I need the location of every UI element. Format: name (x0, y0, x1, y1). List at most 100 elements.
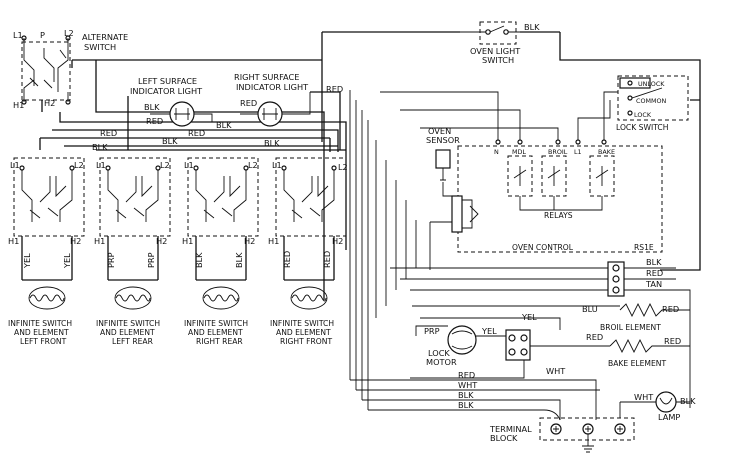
inf-lf-title-2: AND ELEMENT (14, 328, 69, 337)
inf-lr-title-3: LEFT REAR (112, 337, 154, 346)
left-surface-indicator-light: LEFT SURFACE INDICATOR LIGHT BLK RED (130, 76, 213, 127)
broil-blu-label: BLU (582, 304, 598, 314)
terminal-block-title-1: TERMINAL (489, 424, 532, 434)
bus-blk-label-2: BLK (162, 136, 178, 146)
terminal-mdl-label: MDL (512, 148, 526, 156)
right-ind-red2-label: RED (326, 84, 343, 94)
inf-rf-title-2: AND ELEMENT (276, 328, 331, 337)
lr-h1-label: H1 (94, 236, 105, 246)
oven-light-switch-title-1: OVEN LIGHT (470, 46, 521, 56)
lf-yel-label-1: YEL (22, 253, 32, 269)
motor-wht-label: WHT (546, 366, 566, 376)
alt-l1-label: L1 (13, 30, 23, 40)
motor-yel-label: YEL (481, 326, 497, 336)
lock-switch-title: LOCK SWITCH (616, 123, 668, 132)
lf-h2-label: H2 (70, 236, 81, 246)
inf-rr-title-3: RIGHT REAR (196, 337, 243, 346)
lamp-title: LAMP (658, 412, 680, 422)
right-indicator-title-2: INDICATOR LIGHT (236, 82, 309, 92)
infinite-switch-right-rear: L1 L2 H1 H2 BLK BLK INFINITE SWITCH AND … (182, 157, 259, 346)
inf-rf-title-1: INFINITE SWITCH (270, 319, 334, 328)
lock-switch: UNLOCK COMMON LOCK LOCK SWITCH (559, 32, 701, 271)
oven-sensor: OVEN SENSOR (426, 126, 479, 270)
inf-lf-title-1: INFINITE SWITCH (8, 319, 72, 328)
strip-tan-label: TAN (645, 279, 662, 289)
terminal-broil-label: BROIL (548, 148, 568, 156)
lock-lock-label: LOCK (634, 111, 652, 119)
alt-h2-label: H2 (44, 98, 55, 108)
relays-title: RELAYS (544, 211, 573, 220)
left-ind-blk-label: BLK (144, 102, 160, 112)
right-ind-red-label: RED (240, 98, 257, 108)
alt-h1-label: H1 (13, 100, 24, 110)
oven-sensor-title-2: SENSOR (426, 135, 460, 145)
left-indicator-title-2: INDICATOR LIGHT (130, 86, 203, 96)
infinite-switch-right-front: L1 L2 H1 H2 RED RED INFINITE SWITCH AND … (268, 157, 348, 346)
left-indicator-title-1: LEFT SURFACE (138, 76, 197, 86)
motor-prp-label: PRP (424, 326, 440, 336)
bus-blk-label-3: BLK (264, 138, 280, 148)
oven-control-title: OVEN CONTROL (512, 243, 574, 252)
oven-lamp: WHT BLK LAMP (619, 391, 696, 422)
strip-red-label: RED (646, 268, 663, 278)
control-terminal-strip: BLK RED TAN (390, 257, 691, 408)
rr-h1-label: H1 (182, 236, 193, 246)
oven-light-blk-label: BLK (524, 22, 540, 32)
alt-l2-label: L2 (64, 28, 74, 38)
inf-lr-title-1: INFINITE SWITCH (96, 319, 160, 328)
infinite-switch-left-rear: L1 L2 H1 H2 PRP PRP INFINITE SWITCH AND … (94, 157, 171, 346)
bottom-wire-bundle: RED WHT BLK BLK (349, 90, 600, 421)
lr-prp-label-2: PRP (146, 252, 156, 268)
inf-lf-title-3: LEFT FRONT (20, 337, 67, 346)
rr-l1-label: L1 (184, 160, 194, 170)
rr-l2-label: L2 (248, 160, 258, 170)
bus-red-label-2: RED (188, 128, 205, 138)
terminal-block-title-2: BLOCK (490, 433, 518, 443)
lock-motor: PRP YEL YEL WHT LOCK MOTOR (410, 312, 566, 379)
bundle-blk-label-1: BLK (458, 390, 474, 400)
broil-element-title: BROIL ELEMENT (600, 323, 661, 332)
inf-rr-title-2: AND ELEMENT (188, 328, 243, 337)
lock-common-label: COMMON (636, 97, 667, 105)
terminal-l1-label: L1 (574, 148, 582, 156)
alternate-switch-title-1: ALTERNATE (82, 32, 128, 42)
bus-wire-labels: RED BLK RED BLK BLK (92, 128, 280, 152)
rf-h2-label: H2 (332, 236, 343, 246)
bake-element: RED RED BAKE ELEMENT (526, 332, 690, 368)
right-surface-indicator-light: RIGHT SURFACE INDICATOR LIGHT RED RED BL… (216, 72, 343, 130)
rs1e-label: RS1E (634, 243, 654, 252)
bake-red-label-1: RED (586, 332, 603, 342)
motor-yel2-label: YEL (521, 312, 537, 322)
lr-h2-label: H2 (156, 236, 167, 246)
bundle-blk-label-2: BLK (458, 400, 474, 410)
bus-red-label-1: RED (100, 128, 117, 138)
bundle-wht-label: WHT (458, 380, 478, 390)
inf-lr-title-2: AND ELEMENT (100, 328, 155, 337)
broil-element: BLU RED BROIL ELEMENT (412, 302, 690, 332)
lock-motor-title-1: LOCK (428, 348, 450, 358)
bake-red-label-2: RED (664, 336, 681, 346)
rr-blk-label-2: BLK (234, 252, 244, 268)
alternate-switch-title-2: SWITCH (84, 42, 116, 52)
oven-sensor-title-1: OVEN (428, 126, 451, 136)
lr-l2-label: L2 (160, 160, 170, 170)
lock-unlock-label: UNLOCK (638, 80, 665, 88)
rr-h2-label: H2 (244, 236, 255, 246)
left-ind-red-label: RED (146, 116, 163, 126)
bake-element-title: BAKE ELEMENT (608, 359, 666, 368)
power-bus-wires (39, 31, 560, 300)
inf-rr-title-1: INFINITE SWITCH (184, 319, 248, 328)
oven-light-switch-title-2: SWITCH (482, 55, 514, 65)
lf-l2-label: L2 (74, 160, 84, 170)
rf-red-label-2: RED (322, 251, 332, 268)
bus-blk-label-1: BLK (92, 142, 108, 152)
alternate-switch: L1 P L2 H1 H2 ALTERNATE SWITCH (13, 28, 128, 110)
bundle-red-label: RED (458, 370, 475, 380)
lock-motor-title-2: MOTOR (426, 357, 457, 367)
rf-red-label-1: RED (282, 251, 292, 268)
strip-blk-label: BLK (646, 257, 662, 267)
lamp-wht-label: WHT (634, 392, 654, 402)
lf-yel-label-2: YEL (62, 253, 72, 269)
